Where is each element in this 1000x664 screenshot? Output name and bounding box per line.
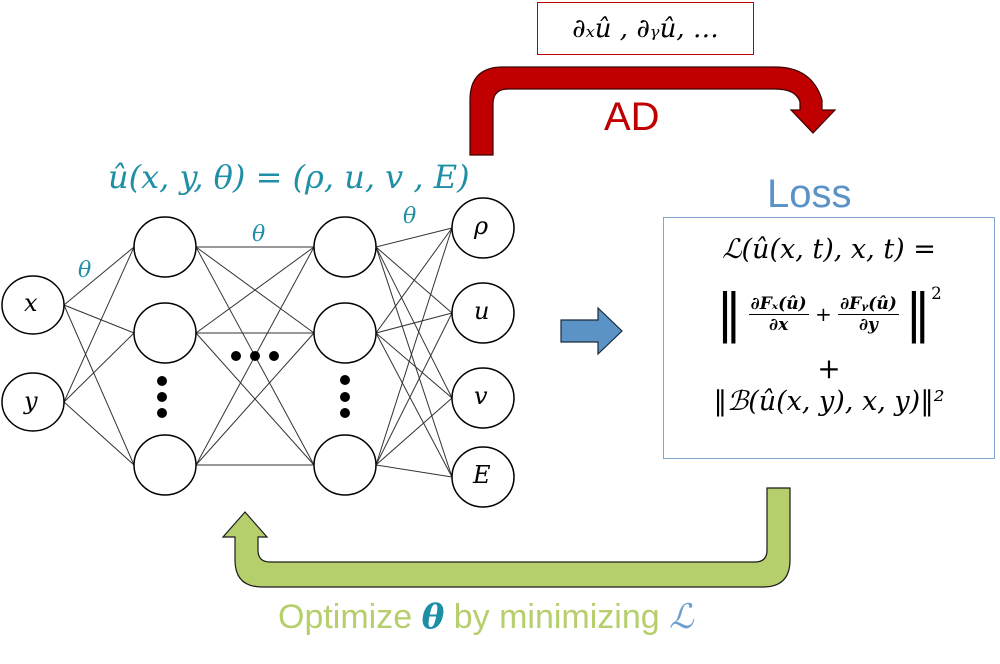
optimize-loss-symbol: ℒ	[669, 597, 694, 637]
input-node-1	[1, 372, 65, 432]
edge-hidden2-2-output-1	[375, 312, 453, 466]
derivatives-box: ∂ₓû , ∂ᵧû, …	[537, 2, 754, 55]
edge-hidden2-1-output-3	[375, 332, 453, 478]
vertical-ellipsis-layer1	[157, 376, 167, 418]
output-node-v-label: v	[474, 382, 488, 410]
flux-x-derivative: ∂Fₓ(û) ∂x	[748, 293, 809, 335]
hidden2-node-1	[313, 302, 377, 364]
edge-hidden2-0-output-3	[375, 246, 453, 478]
edge-hidden1-2-hidden2-1	[195, 332, 315, 466]
hidden1-node-1	[133, 302, 197, 364]
flux-x-numerator: ∂Fₓ(û)	[748, 293, 809, 315]
hidden1-node-2	[133, 434, 197, 496]
network-output-formula: û(x, y, θ) = (ρ, u, v , E)	[108, 158, 470, 196]
edge-hidden2-1-output-2	[375, 332, 453, 399]
edge-hidden2-2-output-0	[375, 227, 453, 466]
optimize-prefix: Optimize	[278, 598, 422, 636]
ad-arrow	[469, 66, 837, 156]
ad-label: AD	[604, 95, 660, 139]
loss-title: Loss	[767, 172, 852, 216]
loss-definition: ℒ(û(x, t), x, t) =	[722, 234, 936, 265]
optimize-theta: θ	[421, 597, 445, 637]
loss-box: ℒ(û(x, t), x, t) = ‖ ∂Fₓ(û) ∂x + ∂Fᵧ(û) …	[663, 217, 995, 459]
edge-hidden2-0-output-0	[375, 227, 453, 248]
edge-input-0-hidden1-1	[63, 304, 135, 334]
edge-input-1-hidden1-1	[63, 332, 135, 403]
edge-hidden2-2-output-3	[375, 464, 453, 478]
hidden1-node-0	[133, 216, 197, 278]
flux-y-numerator: ∂Fᵧ(û)	[838, 293, 899, 315]
pde-plus: +	[814, 302, 832, 326]
input-node-y-label: y	[24, 387, 38, 415]
edge-hidden2-1-output-0	[375, 227, 453, 334]
input-node-x-label: x	[24, 289, 38, 317]
flux-y-denominator: ∂y	[858, 314, 878, 335]
flux-y-derivative: ∂Fᵧ(û) ∂y	[838, 294, 899, 335]
norm-left: ‖	[716, 284, 743, 344]
output-node-3	[451, 446, 515, 508]
optimize-label: Optimize θ by minimizing ℒ	[278, 597, 694, 637]
output-node-rho-label: ρ	[474, 212, 489, 240]
hidden2-node-0	[313, 216, 377, 278]
output-node-1	[451, 282, 515, 344]
input-node-0	[1, 275, 65, 335]
edge-input-0-hidden1-0	[63, 246, 135, 306]
hidden2-node-2	[313, 434, 377, 496]
output-node-u-label: u	[474, 297, 490, 325]
weight-label-hidden: θ	[252, 222, 266, 247]
boundary-term: ‖ℬ(û(x, y), x, y)‖²	[713, 386, 945, 417]
weight-label-input: θ	[78, 258, 92, 283]
loss-plus: +	[817, 352, 841, 385]
output-node-e-label: E	[473, 461, 491, 489]
pde-residual-term: ‖ ∂Fₓ(û) ∂x + ∂Fᵧ(û) ∂y ‖2	[664, 284, 994, 344]
network-nodes	[1, 197, 515, 508]
edge-hidden2-2-output-2	[375, 397, 453, 466]
pde-exponent: 2	[931, 284, 942, 303]
derivatives-text: ∂ₓû , ∂ᵧû, …	[572, 13, 719, 44]
norm-right: ‖	[905, 284, 932, 344]
flux-x-denominator: ∂x	[769, 314, 789, 335]
weight-label-output: θ	[403, 204, 417, 229]
edge-input-0-hidden1-2	[63, 304, 135, 466]
optimize-middle: by minimizing	[444, 598, 670, 636]
transfer-arrow	[560, 306, 623, 356]
optimize-arrow	[221, 487, 791, 588]
edge-input-1-hidden1-2	[63, 401, 135, 466]
output-node-0	[451, 197, 515, 259]
edge-hidden1-1-hidden2-0	[195, 246, 315, 334]
vertical-ellipsis-layer2	[340, 375, 350, 418]
edge-input-1-hidden1-0	[63, 246, 135, 403]
horizontal-ellipsis	[231, 351, 279, 361]
output-node-2	[451, 367, 515, 429]
edge-hidden2-1-output-1	[375, 312, 453, 334]
